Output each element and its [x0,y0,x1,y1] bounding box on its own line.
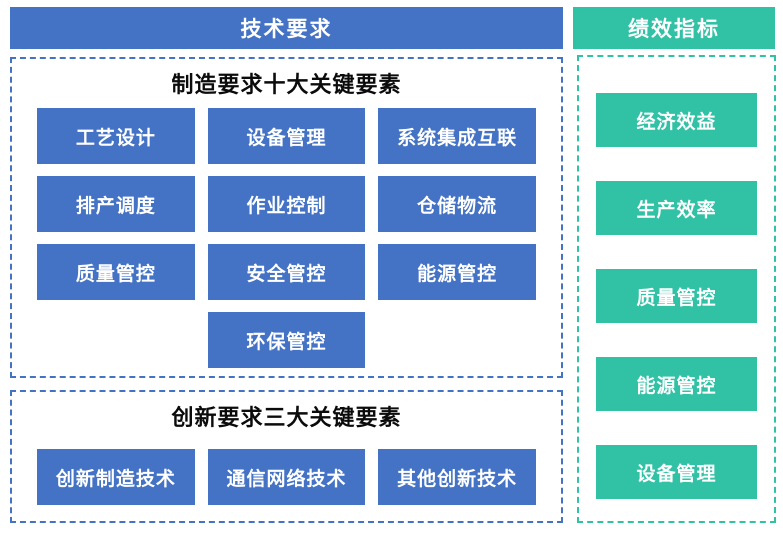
manufacturing-item: 作业控制 [207,176,366,232]
manufacturing-requirements-panel: 制造要求十大关键要素 工艺设计 设备管理 系统集成互联 排产调度 作业控制 仓储… [10,57,563,378]
innovation-items-grid: 创新制造技术 通信网络技术 其他创新技术 [12,449,561,505]
manufacturing-item: 环保管控 [207,312,366,368]
manufacturing-item: 仓储物流 [378,176,536,232]
performance-item: 质量管控 [596,269,757,323]
technical-requirements-header: 技术要求 [10,7,563,49]
performance-item: 经济效益 [596,93,757,147]
manufacturing-item: 设备管理 [207,108,366,164]
performance-items-stack: 经济效益 生产效率 质量管控 能源管控 设备管理 [579,57,774,499]
manufacturing-item: 能源管控 [378,244,536,300]
manufacturing-items-grid: 工艺设计 设备管理 系统集成互联 排产调度 作业控制 仓储物流 质量管控 安全管… [12,108,561,368]
manufacturing-item: 工艺设计 [37,108,195,164]
manufacturing-item: 排产调度 [37,176,195,232]
innovation-requirements-panel: 创新要求三大关键要素 创新制造技术 通信网络技术 其他创新技术 [10,390,563,523]
innovation-panel-title: 创新要求三大关键要素 [171,405,402,430]
innovation-item: 通信网络技术 [207,449,366,505]
performance-item: 生产效率 [596,181,757,235]
innovation-item: 其他创新技术 [378,449,536,505]
manufacturing-panel-title: 制造要求十大关键要素 [171,72,402,97]
performance-indicators-panel: 经济效益 生产效率 质量管控 能源管控 设备管理 [577,55,776,523]
manufacturing-item: 安全管控 [207,244,366,300]
manufacturing-item: 质量管控 [37,244,195,300]
manufacturing-item: 系统集成互联 [378,108,536,164]
performance-item: 设备管理 [596,445,757,499]
performance-indicators-header: 绩效指标 [573,7,775,49]
innovation-item: 创新制造技术 [37,449,195,505]
performance-item: 能源管控 [596,357,757,411]
